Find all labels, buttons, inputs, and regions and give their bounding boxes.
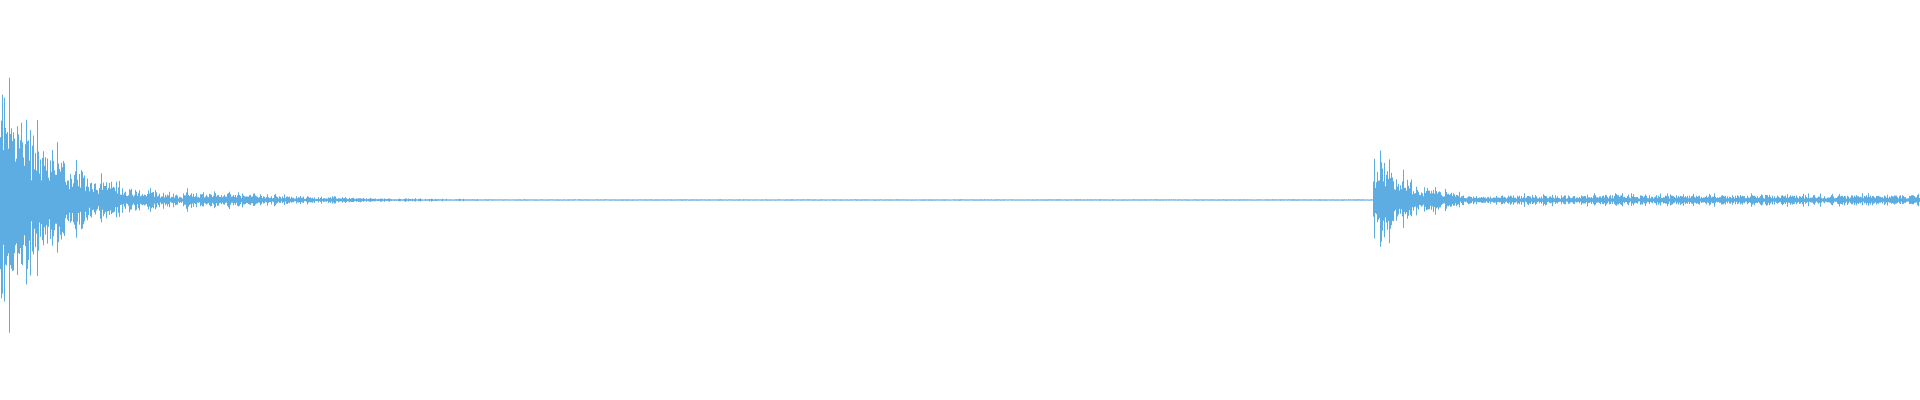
waveform-bars xyxy=(0,77,1920,333)
waveform-path xyxy=(0,77,1920,333)
